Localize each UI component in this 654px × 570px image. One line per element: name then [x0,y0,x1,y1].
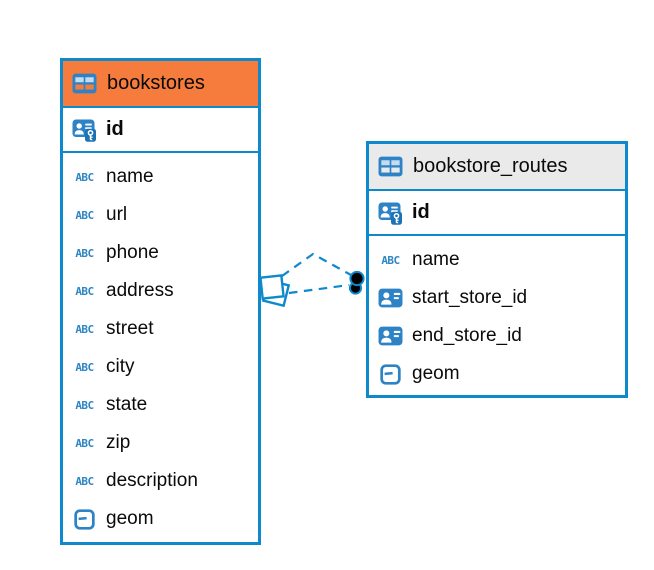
column-name: geom [412,363,460,384]
column-row-url[interactable]: ABC url [63,196,258,234]
text-type-icon: ABC [75,436,94,450]
circle-marker [348,270,365,295]
column-row-state[interactable]: ABC state [63,386,258,424]
column-row-geom[interactable]: geom [369,355,625,393]
column-row-end-store-id[interactable]: end_store_id [369,317,625,355]
reference-type-icon [377,288,404,308]
entity-table-bookstores[interactable]: bookstores id ABC name ABC url ABC phone… [60,58,261,545]
column-row-street[interactable]: ABC street [63,310,258,348]
table-title: bookstore_routes [413,155,568,177]
text-type-icon: ABC [75,208,94,222]
text-type-icon: ABC [75,398,94,412]
diamond-marker [259,274,291,308]
relationship-line-end-store[interactable] [288,283,350,295]
column-row-name[interactable]: ABC name [63,158,258,196]
column-name: street [106,318,154,339]
text-type-icon: ABC [75,246,94,260]
relationship-connector[interactable] [252,238,378,322]
column-name: state [106,394,148,415]
table-header-bookstores[interactable]: bookstores [63,61,258,108]
table-title: bookstores [107,72,205,94]
column-row-name[interactable]: ABC name [369,241,625,279]
column-name: address [106,280,174,301]
column-name: url [106,204,128,225]
pk-row-bookstores-id[interactable]: id [63,108,258,153]
column-name: start_store_id [412,287,528,308]
text-type-icon: ABC [381,253,400,267]
column-row-geom[interactable]: geom [63,500,258,538]
column-name: description [106,470,198,491]
column-name: phone [106,242,159,263]
column-name: name [106,166,154,187]
column-name: zip [106,432,131,453]
table-header-bookstore-routes[interactable]: bookstore_routes [369,144,625,191]
column-list: ABC name ABC url ABC phone ABC address A… [63,153,258,540]
pk-column-name: id [106,118,124,140]
column-list: ABC name start_store_id end_store_id ge [369,236,625,395]
reference-type-icon [377,326,404,346]
table-icon [71,73,98,94]
column-name: name [412,249,460,270]
primary-key-icon [71,118,98,142]
column-row-address[interactable]: ABC address [63,272,258,310]
column-row-phone[interactable]: ABC phone [63,234,258,272]
geometry-type-icon [377,364,404,385]
text-type-icon: ABC [75,284,94,298]
text-type-icon: ABC [75,322,94,336]
text-type-icon: ABC [75,360,94,374]
column-row-city[interactable]: ABC city [63,348,258,386]
column-name: end_store_id [412,325,522,346]
text-type-icon: ABC [75,474,94,488]
relationship-line-start-store[interactable] [281,252,352,277]
geometry-type-icon [71,509,98,530]
column-row-description[interactable]: ABC description [63,462,258,500]
column-row-zip[interactable]: ABC zip [63,424,258,462]
column-name: geom [106,508,154,529]
pk-column-name: id [412,201,430,223]
pk-row-bookstore-routes-id[interactable]: id [369,191,625,236]
entity-table-bookstore-routes[interactable]: bookstore_routes id ABC name start_store… [366,141,628,398]
column-name: city [106,356,135,377]
primary-key-icon [377,201,404,225]
column-row-start-store-id[interactable]: start_store_id [369,279,625,317]
table-icon [377,156,404,177]
text-type-icon: ABC [75,170,94,184]
